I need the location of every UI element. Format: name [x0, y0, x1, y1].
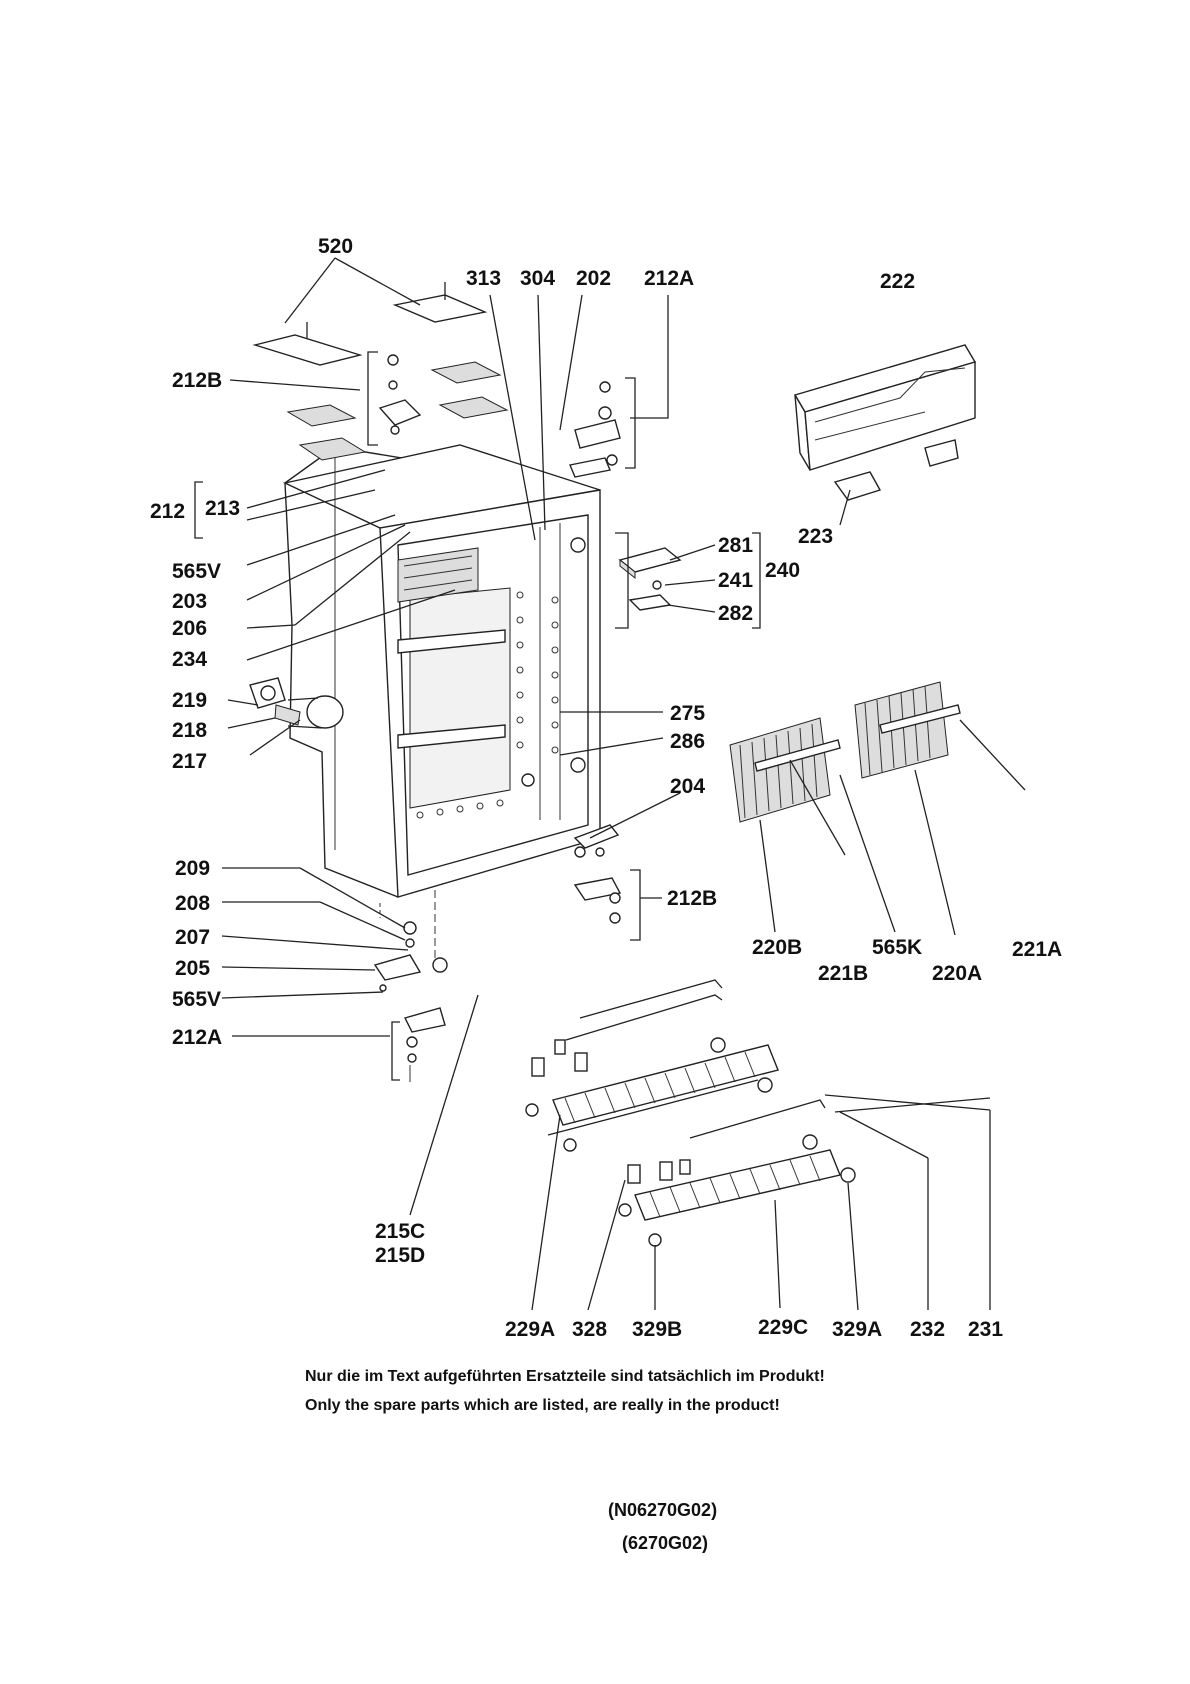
label-221A: 221A — [1012, 938, 1062, 961]
label-241: 241 — [718, 569, 753, 592]
label-286: 286 — [670, 730, 705, 753]
label-520: 520 — [318, 235, 353, 258]
label-565K: 565K — [872, 936, 922, 959]
note-german: Nur die im Text aufgeführten Ersatzteile… — [305, 1368, 825, 1385]
label-202: 202 — [576, 267, 611, 290]
ice-tray-220B — [729, 717, 841, 823]
wire-shelf-lower — [618, 1097, 991, 1247]
label-215C: 215C — [375, 1220, 425, 1243]
label-205: 205 — [175, 957, 210, 980]
wire-shelf-upper — [525, 979, 779, 1152]
hinge-top-right — [569, 381, 621, 478]
filter-pads — [286, 361, 509, 461]
thermostat-assembly — [249, 677, 344, 729]
label-215D: 215D — [375, 1244, 425, 1267]
label-207: 207 — [175, 926, 210, 949]
hinge-top-left — [378, 354, 422, 435]
hinge-bottom-left — [373, 890, 448, 1082]
label-329B: 329B — [632, 1318, 682, 1341]
label-206: 206 — [172, 617, 207, 640]
freezer-door-flap — [793, 344, 977, 501]
label-213: 213 — [205, 497, 240, 520]
label-219: 219 — [172, 689, 207, 712]
label-212B-top: 212B — [172, 369, 222, 392]
label-209: 209 — [175, 857, 210, 880]
label-304: 304 — [520, 267, 555, 290]
lamp-assembly — [618, 547, 682, 611]
top-cover-plates — [252, 282, 488, 366]
label-212B-bottom: 212B — [667, 887, 717, 910]
label-313: 313 — [466, 267, 501, 290]
label-231: 231 — [968, 1318, 1003, 1341]
label-212A-bottom: 212A — [172, 1026, 222, 1049]
label-232: 232 — [910, 1318, 945, 1341]
label-220A: 220A — [932, 962, 982, 985]
label-221B: 221B — [818, 962, 868, 985]
drawing-code-1: (N06270G02) — [608, 1500, 718, 1520]
label-229A: 229A — [505, 1318, 555, 1341]
label-229C: 229C — [758, 1316, 808, 1339]
label-204: 204 — [670, 775, 705, 798]
label-220B: 220B — [752, 936, 802, 959]
note-english: Only the spare parts which are listed, a… — [305, 1397, 780, 1414]
fridge-cabinet — [282, 444, 601, 898]
label-203: 203 — [172, 590, 207, 613]
hinge-bottom-right — [573, 824, 622, 924]
label-281: 281 — [718, 534, 753, 557]
label-212A-top: 212A — [644, 267, 694, 290]
label-282: 282 — [718, 602, 753, 625]
label-208: 208 — [175, 892, 210, 915]
label-329A: 329A — [832, 1318, 882, 1341]
drawing-code-2: (6270G02) — [622, 1533, 709, 1553]
label-240: 240 — [765, 559, 800, 582]
shelf-support-holes — [416, 591, 559, 819]
part-labels: 520 313 304 202 212A 222 212B 212 213 56… — [150, 235, 1062, 1341]
label-565V-top: 565V — [172, 560, 221, 583]
label-565V-bottom: 565V — [172, 988, 221, 1011]
label-223: 223 — [798, 525, 833, 548]
label-218: 218 — [172, 719, 207, 742]
ice-tray-220A — [854, 681, 961, 779]
label-222: 222 — [880, 270, 915, 293]
label-234: 234 — [172, 648, 207, 671]
label-212: 212 — [150, 500, 185, 523]
label-275: 275 — [670, 702, 705, 725]
leader-lines — [194, 257, 1026, 1311]
label-217: 217 — [172, 750, 207, 773]
label-328: 328 — [572, 1318, 607, 1341]
